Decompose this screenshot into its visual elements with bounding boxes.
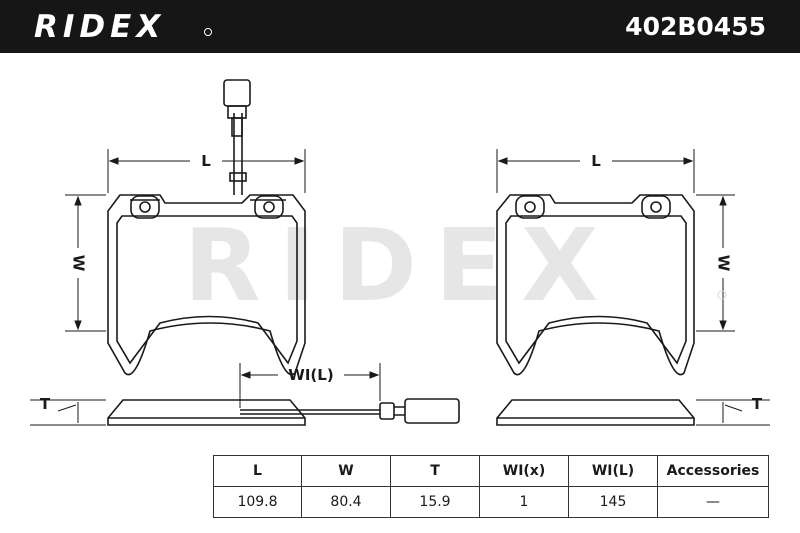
watermark-registered-icon bbox=[717, 290, 727, 300]
sensor-connector bbox=[223, 79, 251, 107]
spec-header-w: W bbox=[301, 455, 391, 487]
spec-header-t: T bbox=[390, 455, 480, 487]
left-pad-mount-right bbox=[254, 195, 284, 219]
left-side-view bbox=[107, 399, 306, 426]
part-number: 402B0455 bbox=[625, 12, 766, 41]
left-side-wire bbox=[240, 409, 380, 415]
spec-value-wi-x: 1 bbox=[479, 486, 569, 518]
spec-header-wi-l: WI(L) bbox=[568, 455, 658, 487]
sensor-clip bbox=[229, 172, 247, 182]
dim-label-l-right: L bbox=[591, 152, 601, 170]
left-side-connector bbox=[404, 398, 460, 424]
spec-value-accessories: — bbox=[657, 486, 769, 518]
spec-header-accessories: Accessories bbox=[657, 455, 769, 487]
spec-table: L W T WI(x) WI(L) Accessories 109.8 80.4… bbox=[213, 455, 769, 518]
dim-label-t-left: T bbox=[40, 395, 51, 413]
brand-logo: RIDEX bbox=[34, 9, 166, 45]
right-side-view bbox=[496, 399, 695, 426]
right-pad-inner-outline bbox=[505, 215, 687, 365]
right-pad-hole-right bbox=[650, 201, 662, 213]
spec-header-l: L bbox=[213, 455, 302, 487]
left-pad-hole-right bbox=[263, 201, 275, 213]
left-pad-inner-outline bbox=[116, 215, 298, 365]
left-pad-outline bbox=[107, 194, 306, 376]
left-pad-mount-left bbox=[130, 195, 160, 219]
spec-table-value-row: 109.8 80.4 15.9 1 145 — bbox=[213, 486, 769, 518]
spec-header-wi-x: WI(x) bbox=[479, 455, 569, 487]
dim-label-w-left: W bbox=[70, 255, 88, 272]
watermark-text: RIDEX bbox=[184, 207, 617, 324]
dim-label-wi-l: WI(L) bbox=[288, 366, 333, 384]
spec-value-wi-l: 145 bbox=[568, 486, 658, 518]
sensor-plug bbox=[231, 117, 243, 137]
brake-pad-drawing: RIDEX bbox=[30, 79, 770, 426]
spec-value-t: 15.9 bbox=[390, 486, 480, 518]
spec-table-header-row: L W T WI(x) WI(L) Accessories bbox=[213, 455, 769, 487]
right-pad-mount-left bbox=[515, 195, 545, 219]
spec-value-w: 80.4 bbox=[301, 486, 391, 518]
spec-value-l: 109.8 bbox=[213, 486, 302, 518]
dim-label-t-right: T bbox=[752, 395, 763, 413]
left-side-plug bbox=[379, 402, 395, 420]
right-pad-hole-left bbox=[524, 201, 536, 213]
right-pad-outline bbox=[496, 194, 695, 376]
right-pad-mount-right bbox=[641, 195, 671, 219]
left-side-connector-latch bbox=[394, 406, 405, 416]
registered-mark-icon: ® bbox=[204, 28, 212, 36]
sensor-wire bbox=[233, 113, 243, 195]
dim-label-l-left: L bbox=[201, 152, 211, 170]
left-pad-hole-left bbox=[139, 201, 151, 213]
header-bar: RIDEX ® 402B0455 bbox=[0, 0, 800, 53]
dim-label-w-right: W bbox=[715, 255, 733, 272]
sensor-connector-cap bbox=[227, 105, 247, 119]
